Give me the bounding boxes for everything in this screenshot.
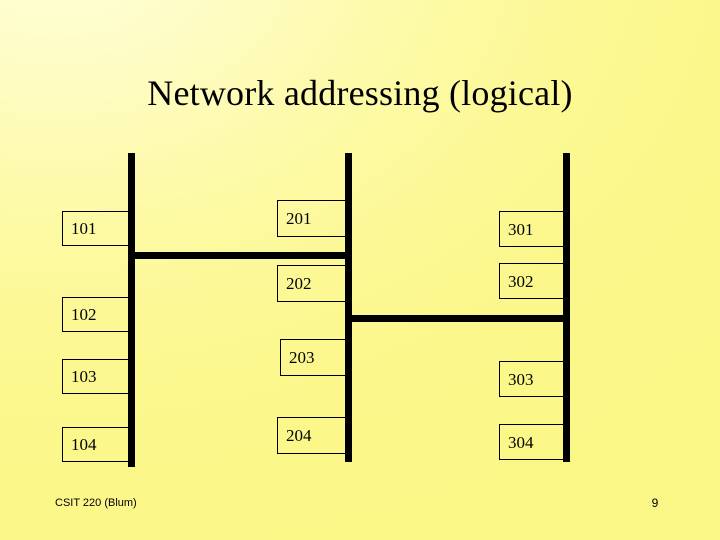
bus-left [128,153,135,467]
node-box-304: 304 [499,424,565,460]
bus-right [563,153,570,462]
footer-label: CSIT 220 (Blum) [55,497,137,509]
node-box-201: 201 [277,200,346,237]
node-box-202: 202 [277,265,346,302]
node-box-102: 102 [62,297,129,332]
page-number: 9 [651,496,659,510]
node-box-101: 101 [62,211,129,246]
node-box-103: 103 [62,359,129,394]
node-box-301: 301 [499,211,565,247]
link-left-to-middle [128,252,352,259]
node-box-303: 303 [499,361,565,397]
node-box-104: 104 [62,427,129,462]
node-box-204: 204 [277,417,346,454]
page-title: Network addressing (logical) [147,73,573,113]
node-box-203: 203 [280,339,347,376]
node-box-302: 302 [499,263,565,299]
bus-middle [345,153,352,462]
link-middle-to-right [345,315,570,322]
